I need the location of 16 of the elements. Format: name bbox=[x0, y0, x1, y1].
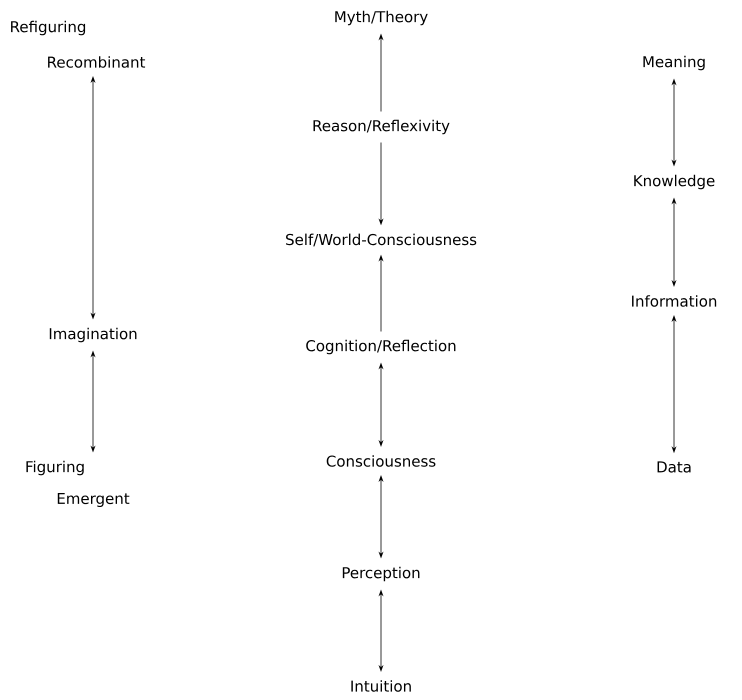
concept-label: Myth/Theory bbox=[335, 10, 428, 26]
concept-label: Cognition/Reflection bbox=[306, 340, 456, 354]
concept-label: Knowledge bbox=[634, 174, 714, 190]
concept-label: Data bbox=[658, 461, 691, 473]
concept-label: Consciousness bbox=[326, 455, 436, 467]
concept-label: Recombinant bbox=[48, 56, 146, 68]
beside-label: Refiguring bbox=[11, 20, 86, 36]
beside-label: Emergent bbox=[58, 492, 130, 508]
concept-label: Meaning bbox=[643, 56, 705, 70]
concept-label: Information bbox=[632, 295, 716, 307]
concept-label: Figuring bbox=[26, 460, 84, 476]
concept-label: Imagination bbox=[50, 328, 136, 342]
concept-label: Reason/Reflexivity bbox=[314, 120, 450, 134]
concept-label: Perception bbox=[342, 566, 420, 582]
concept-label: Self/World-Consciousness bbox=[286, 234, 476, 246]
concept-label: Intuition bbox=[351, 680, 411, 692]
